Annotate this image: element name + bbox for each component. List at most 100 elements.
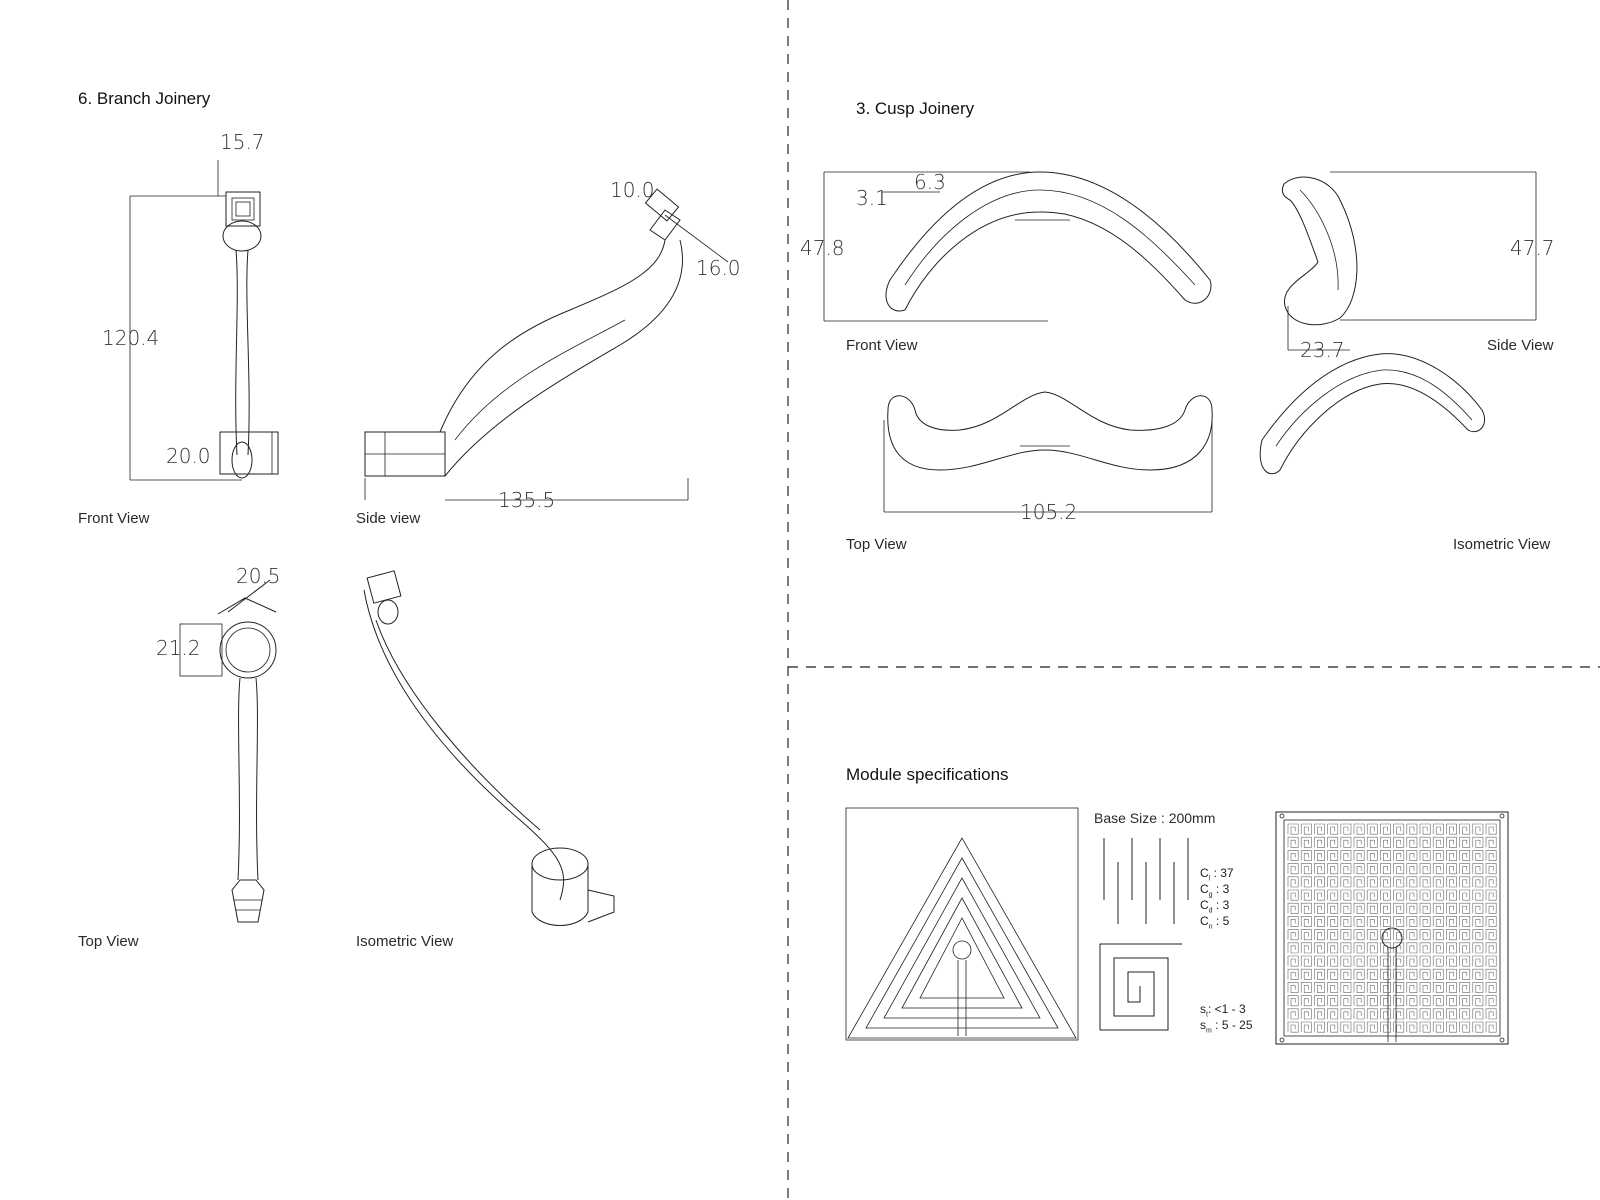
meander-cell: [1366, 823, 1378, 835]
meander-cell: [1432, 942, 1444, 954]
meander-cell: [1406, 916, 1418, 927]
meander-cell: [1472, 889, 1484, 901]
meander-cell: [1432, 1021, 1444, 1033]
meander-cell: [1327, 955, 1339, 967]
meander-cell: [1353, 850, 1365, 861]
meander-cell: [1446, 995, 1457, 1007]
meander-cell: [1419, 916, 1431, 927]
meander-cell: [1472, 902, 1484, 914]
meander-cell: [1314, 916, 1325, 927]
cusp-iso-view-label: Isometric View: [1453, 536, 1551, 553]
meander-cell: [1380, 955, 1391, 967]
meander-cell: [1393, 942, 1405, 954]
meander-cell: [1300, 836, 1312, 848]
meander-cell: [1380, 929, 1391, 941]
meander-cell: [1340, 850, 1352, 861]
meander-cell: [1327, 876, 1339, 888]
meander-cell: [1327, 942, 1339, 954]
meander-cell: [1353, 916, 1365, 927]
meander-cell: [1380, 982, 1391, 993]
cusp-iso-view-drawing: [1259, 353, 1486, 475]
meander-cell: [1432, 889, 1444, 901]
meander-cell: [1485, 823, 1497, 835]
meander-cell: [1287, 823, 1299, 835]
branch-top-angle-dim: 20.5: [236, 564, 281, 588]
meander-cell: [1459, 995, 1471, 1007]
meander-cell: [1327, 929, 1339, 941]
meander-cell: [1459, 942, 1471, 954]
meander-cell: [1287, 850, 1299, 861]
meander-cell: [1393, 902, 1405, 914]
meander-cell: [1287, 863, 1299, 875]
meander-cell: [1353, 836, 1365, 848]
meander-cell: [1485, 889, 1497, 901]
meander-cell: [1432, 863, 1444, 875]
meander-cell: [1446, 823, 1457, 835]
meander-cell: [1406, 836, 1418, 848]
meander-cell: [1459, 1021, 1471, 1033]
meander-cell: [1419, 823, 1431, 835]
meander-cell: [1393, 876, 1405, 888]
meander-cell: [1314, 929, 1325, 941]
meander-cell: [1300, 1008, 1312, 1020]
meander-cell: [1340, 995, 1352, 1007]
meander-cell: [1393, 1021, 1405, 1033]
meander-cell: [1300, 929, 1312, 941]
cusp-side-width-dim: 23.7: [1300, 338, 1345, 362]
meander-cell: [1406, 1021, 1418, 1033]
module-square-panel: [1275, 811, 1509, 1045]
cusp-side-view-label: Side View: [1487, 337, 1554, 354]
cusp-top-view-drawing: [883, 391, 1213, 513]
meander-cell: [1432, 955, 1444, 967]
meander-cell: [1472, 982, 1484, 993]
meander-cell: [1366, 995, 1378, 1007]
meander-cell: [1380, 863, 1391, 875]
meander-cell: [1419, 1021, 1431, 1033]
meander-cell: [1446, 876, 1457, 888]
module-param-cd: Cd : 3: [1200, 898, 1230, 915]
meander-cell: [1300, 863, 1312, 875]
meander-cell: [1366, 863, 1378, 875]
meander-cell: [1472, 916, 1484, 927]
meander-cell: [1485, 942, 1497, 954]
module-line-diagram: [1103, 838, 1189, 924]
meander-cell: [1419, 889, 1431, 901]
cusp-front-height-dim: 47.8: [800, 236, 845, 260]
meander-cell: [1340, 929, 1352, 941]
meander-cell: [1300, 982, 1312, 993]
module-spiral-diagram: [1099, 943, 1182, 1031]
meander-cell: [1419, 902, 1431, 914]
meander-cell: [1340, 902, 1352, 914]
meander-cell: [1300, 955, 1312, 967]
branch-front-view-drawing: [129, 160, 279, 481]
meander-cell: [1300, 823, 1312, 835]
meander-cell: [1472, 955, 1484, 967]
meander-cell: [1446, 902, 1457, 914]
meander-cell: [1314, 863, 1325, 875]
meander-cell: [1353, 942, 1365, 954]
branch-front-height-dim: 120.4: [102, 326, 160, 350]
meander-cell: [1366, 889, 1378, 901]
meander-cell: [1472, 968, 1484, 980]
meander-cell: [1366, 929, 1378, 941]
meander-cell: [1340, 876, 1352, 888]
meander-cell: [1366, 836, 1378, 848]
meander-cell: [1340, 1021, 1352, 1033]
meander-cell: [1380, 850, 1391, 861]
meander-cell: [1287, 929, 1299, 941]
branch-side-view-drawing: [364, 188, 729, 501]
meander-cell: [1406, 942, 1418, 954]
meander-cell: [1472, 850, 1484, 861]
meander-cell: [1314, 1021, 1325, 1033]
meander-cell: [1287, 836, 1299, 848]
meander-cell: [1314, 955, 1325, 967]
meander-cell: [1459, 968, 1471, 980]
meander-cell: [1459, 982, 1471, 993]
meander-cell: [1432, 823, 1444, 835]
meander-cell: [1459, 929, 1471, 941]
meander-cell: [1485, 902, 1497, 914]
meander-cell: [1340, 863, 1352, 875]
meander-cell: [1327, 902, 1339, 914]
meander-cell: [1287, 942, 1299, 954]
meander-cell: [1380, 942, 1391, 954]
